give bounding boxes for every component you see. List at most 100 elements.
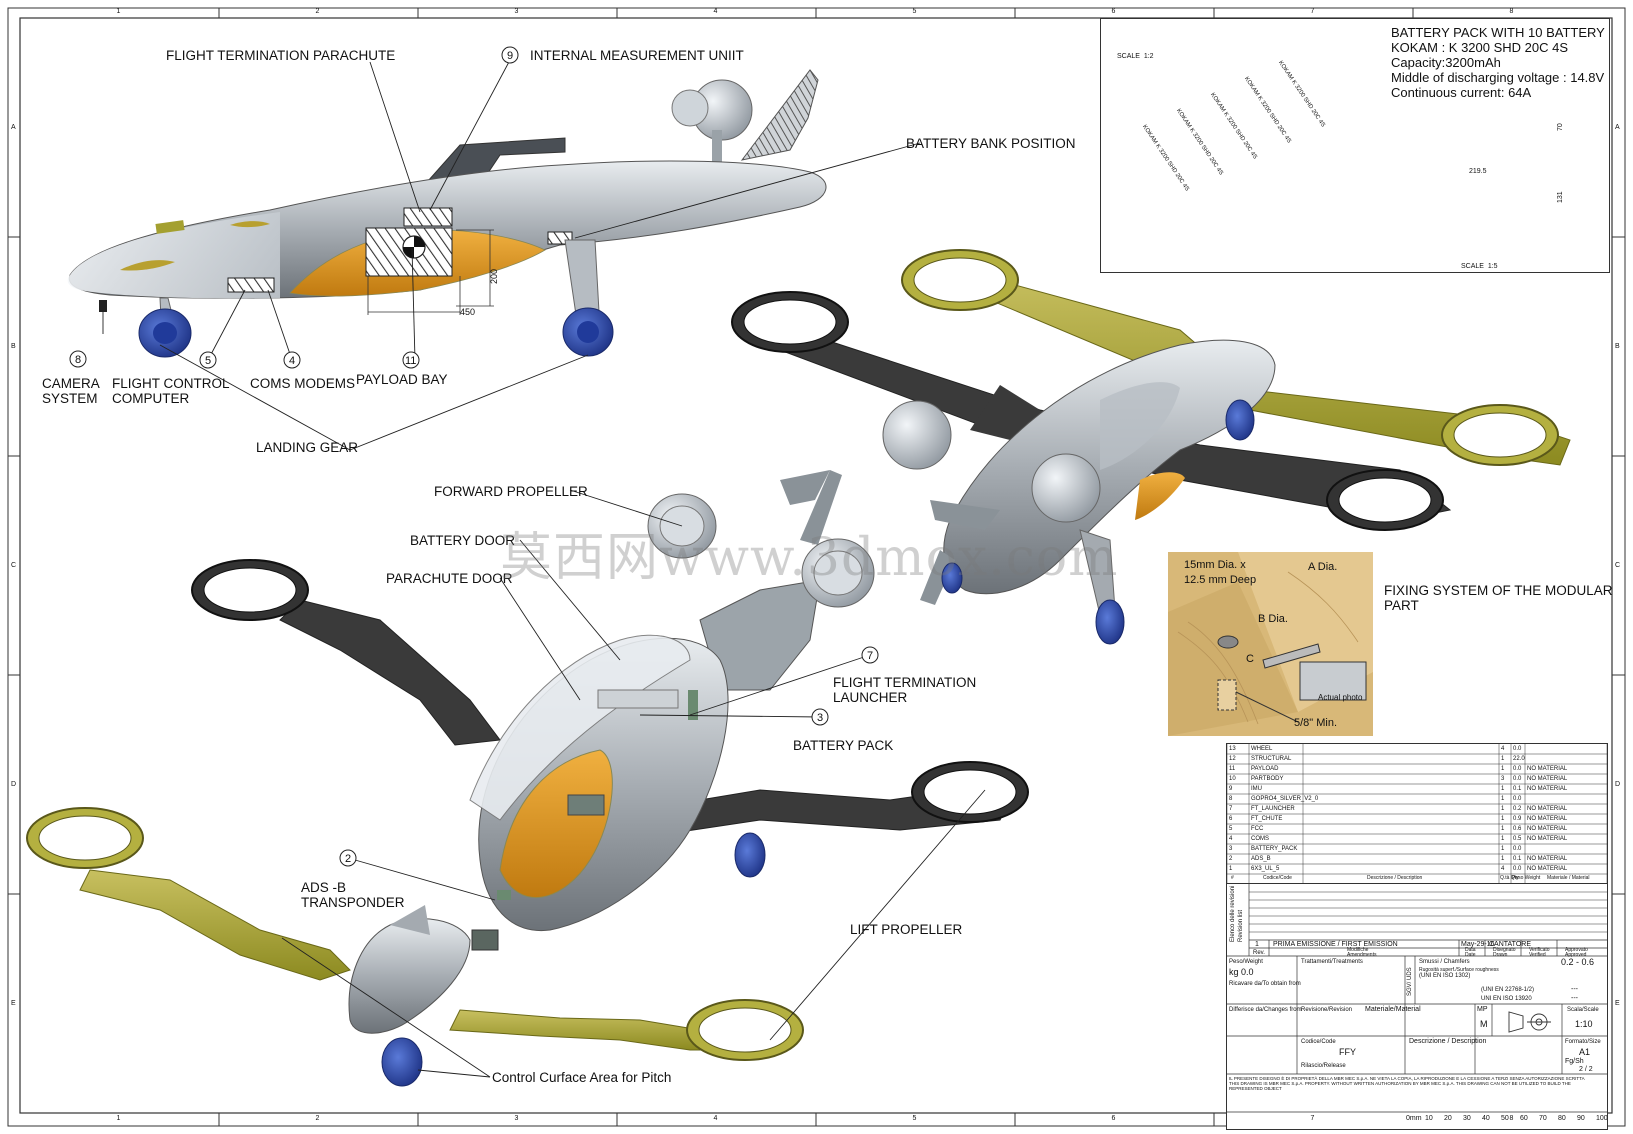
parts-cell: NO MATERIAL <box>1527 836 1568 842</box>
parts-cell: NO MATERIAL <box>1527 786 1568 792</box>
col-tick-top-4: 4 <box>713 8 718 15</box>
tb-date-hdr: Data Date <box>1465 947 1476 958</box>
title-block-grid <box>1227 884 1607 1113</box>
tb-sheet-label: Fg/Sh <box>1565 1058 1584 1065</box>
row-tick-right-E: E <box>1615 999 1620 1007</box>
parts-header-0: # <box>1231 875 1234 881</box>
parts-cell: 0.9 <box>1513 816 1522 822</box>
label-flight-termination-launcher: FLIGHT TERMINATION LAUNCHER <box>833 675 977 705</box>
tb-approved-hdr: Approvato Approved <box>1565 947 1588 958</box>
tb-rev-desc: PRIMA EMISSIONE / FIRST EMISSION <box>1273 941 1398 948</box>
battery-spec-0: BATTERY PACK WITH 10 BATTERY <box>1391 25 1605 40</box>
label-camera-system: CAMERA SYSTEM <box>42 376 100 406</box>
parts-cell: 3 <box>1501 776 1505 782</box>
balloon-7: 7 <box>867 650 874 662</box>
parts-cell: 1 <box>1501 856 1505 862</box>
label-payload-bay: PAYLOAD BAY <box>356 372 448 387</box>
col-tick-bottom-3: 3 <box>514 1115 519 1122</box>
parts-header-5: Materiale / Material <box>1547 875 1590 881</box>
label-forward-propeller: FORWARD PROPELLER <box>434 484 588 499</box>
col-tick-top-5: 5 <box>912 8 917 15</box>
col-tick-top-1: 1 <box>116 8 121 15</box>
parts-cell: 2 <box>1229 856 1233 862</box>
scale-bar-label: 90 <box>1577 1115 1585 1122</box>
fixing-actual-photo: Actual photo <box>1318 693 1363 702</box>
label-control-surface: Control Curface Area for Pitch <box>492 1070 672 1085</box>
balloon-11: 11 <box>405 355 417 367</box>
label-parachute-door: PARACHUTE DOOR <box>386 571 513 586</box>
parts-cell: NO MATERIAL <box>1527 856 1568 862</box>
balloon-2: 2 <box>345 853 352 865</box>
label-ads-b-transponder: ADS -B TRANSPONDER <box>301 880 405 910</box>
parts-cell: STRUCTURAL <box>1251 756 1292 762</box>
parts-cell: 1 <box>1501 806 1505 812</box>
scale-bar-label: 80 <box>1558 1115 1566 1122</box>
balloon-4: 4 <box>289 355 296 367</box>
col-tick-top-2: 2 <box>315 8 320 15</box>
row-tick-left-D: D <box>11 780 17 788</box>
parts-cell: 0.6 <box>1513 826 1522 832</box>
parts-header-3: Q.tà Qty <box>1500 875 1519 881</box>
scale-bar-label: 70 <box>1539 1115 1547 1122</box>
label-coms-modems: COMS MODEMS <box>250 376 356 391</box>
parts-cell: 13 <box>1229 746 1236 752</box>
row-tick-left-B: B <box>11 342 16 350</box>
isometric-aircraft <box>731 249 1571 645</box>
battery-scale-top: SCALE 1:2 <box>1117 53 1154 60</box>
col-tick-bottom-7: 7 <box>1310 1115 1315 1122</box>
parts-cell: 11 <box>1229 766 1236 772</box>
dim-width: 450 <box>460 307 476 317</box>
label-fixing-system: FIXING SYSTEM OF THE MODULAR PART <box>1384 583 1613 613</box>
parts-cell: 1 <box>1501 846 1505 852</box>
parts-cell: 4 <box>1501 866 1505 872</box>
col-tick-bottom-8: 8 <box>1509 1115 1514 1122</box>
parts-cell: NO MATERIAL <box>1527 776 1568 782</box>
exploded-aircraft <box>26 470 1029 1087</box>
battery-dim-219: 219.5 <box>1469 168 1487 175</box>
scale-bar-label: 30 <box>1463 1115 1471 1122</box>
parts-cell: NO MATERIAL <box>1527 806 1568 812</box>
parts-cell: 0.0 <box>1513 766 1522 772</box>
parts-cell: 0.0 <box>1513 746 1522 752</box>
col-tick-top-3: 3 <box>514 8 519 15</box>
scale-bar-label: 10 <box>1425 1115 1433 1122</box>
parts-cell: WHEEL <box>1251 746 1273 752</box>
scale-bar-label: 20 <box>1444 1115 1452 1122</box>
label-battery-bank-position: BATTERY BANK POSITION <box>906 136 1076 151</box>
side-view-aircraft <box>67 69 827 358</box>
tb-rev-author: CANTATORE <box>1489 941 1532 948</box>
fixing-b-dia: B Dia. <box>1258 613 1288 625</box>
parts-table-grid <box>1227 744 1607 884</box>
balloon-8: 8 <box>75 354 82 366</box>
tb-sgv-label: SGV/ UDS <box>1407 967 1413 996</box>
battery-spec-1: KOKAM : K 3200 SHD 20C 4S <box>1391 40 1569 55</box>
parts-header-1: Codice/Code <box>1263 875 1292 881</box>
parts-cell: FT_LAUNCHER <box>1251 806 1295 812</box>
tb-rev-date: May-29-16 <box>1461 941 1495 948</box>
tb-drawn-hdr: Disegnato Drawn <box>1493 947 1516 958</box>
row-tick-right-C: C <box>1615 561 1621 569</box>
row-tick-left-C: C <box>11 561 17 569</box>
balloon-9: 9 <box>507 50 514 62</box>
iso-duct-2 <box>731 291 849 353</box>
tb-format-val: A1 <box>1579 1047 1591 1057</box>
exploded-duct-br <box>686 999 804 1061</box>
parts-cell: 12 <box>1229 756 1236 762</box>
iso-duct-3 <box>1441 404 1559 466</box>
parts-cell: 1 <box>1501 786 1505 792</box>
projection-symbol <box>1508 1011 1551 1033</box>
balloon-5: 5 <box>205 355 212 367</box>
label-landing-gear: LANDING GEAR <box>256 440 359 455</box>
parts-cell: NO MATERIAL <box>1527 866 1568 872</box>
parts-cell: 1 <box>1501 836 1505 842</box>
label-internal-measurement-unit: INTERNAL MEASUREMENT UNIIT <box>530 48 744 63</box>
parts-cell: 0.0 <box>1513 776 1522 782</box>
parts-cell: 7 <box>1229 806 1233 812</box>
tb-format-label: Formato/Size <box>1565 1039 1601 1045</box>
tb-rev-hdr: Rev. <box>1253 950 1265 956</box>
col-tick-top-8: 8 <box>1509 8 1514 15</box>
exploded-duct-left <box>191 559 309 621</box>
tb-taglio-label: Ricavare da/To obtain from <box>1229 981 1301 987</box>
parts-cell: NO MATERIAL <box>1527 766 1568 772</box>
parts-cell: 3 <box>1229 846 1233 852</box>
